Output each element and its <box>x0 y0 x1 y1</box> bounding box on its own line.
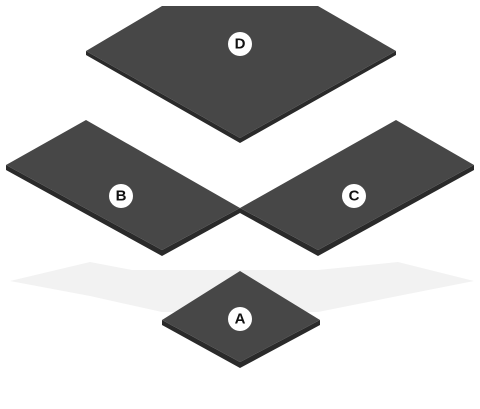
tile-a: A <box>162 271 320 368</box>
tile-d: D <box>86 6 396 143</box>
tile-b: B <box>6 120 240 256</box>
tile-b-label: B <box>116 188 127 205</box>
tile-c-label: C <box>349 188 360 205</box>
tile-a-label: A <box>235 311 246 328</box>
tile-b-badge <box>109 184 133 208</box>
tile-a-badge <box>228 307 252 331</box>
tile-c: C <box>240 120 474 256</box>
tile-c-badge <box>342 184 366 208</box>
tile-d-badge <box>228 32 252 56</box>
tile-d-label: D <box>235 36 246 53</box>
tile-d-surface <box>86 6 396 138</box>
